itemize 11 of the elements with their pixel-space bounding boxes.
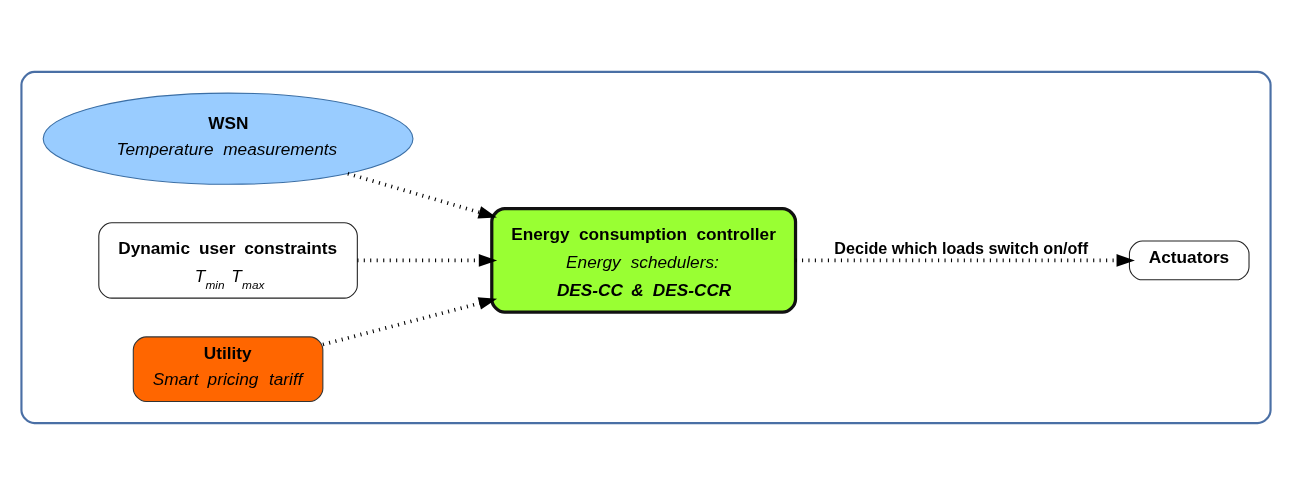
node-box: Dynamic user constraints T$_{min}$ T$_{max}$	[98, 221, 358, 299]
edge-label: Decide which loads switch on/off	[834, 238, 1089, 257]
arrow	[795, 253, 1135, 267]
node-box: Actuators	[1128, 240, 1250, 280]
node-ellipse: WSN Temperature measurements	[42, 92, 414, 185]
cluster	[20, 70, 1272, 424]
node-box: Utility Smart pricing tariff	[132, 335, 324, 402]
arrow	[322, 296, 498, 346]
arrow	[357, 253, 498, 267]
arrow	[347, 171, 497, 218]
node-box: Energy consumption controller Energy schedulers: DES-CC & DES-CCR	[490, 206, 798, 314]
